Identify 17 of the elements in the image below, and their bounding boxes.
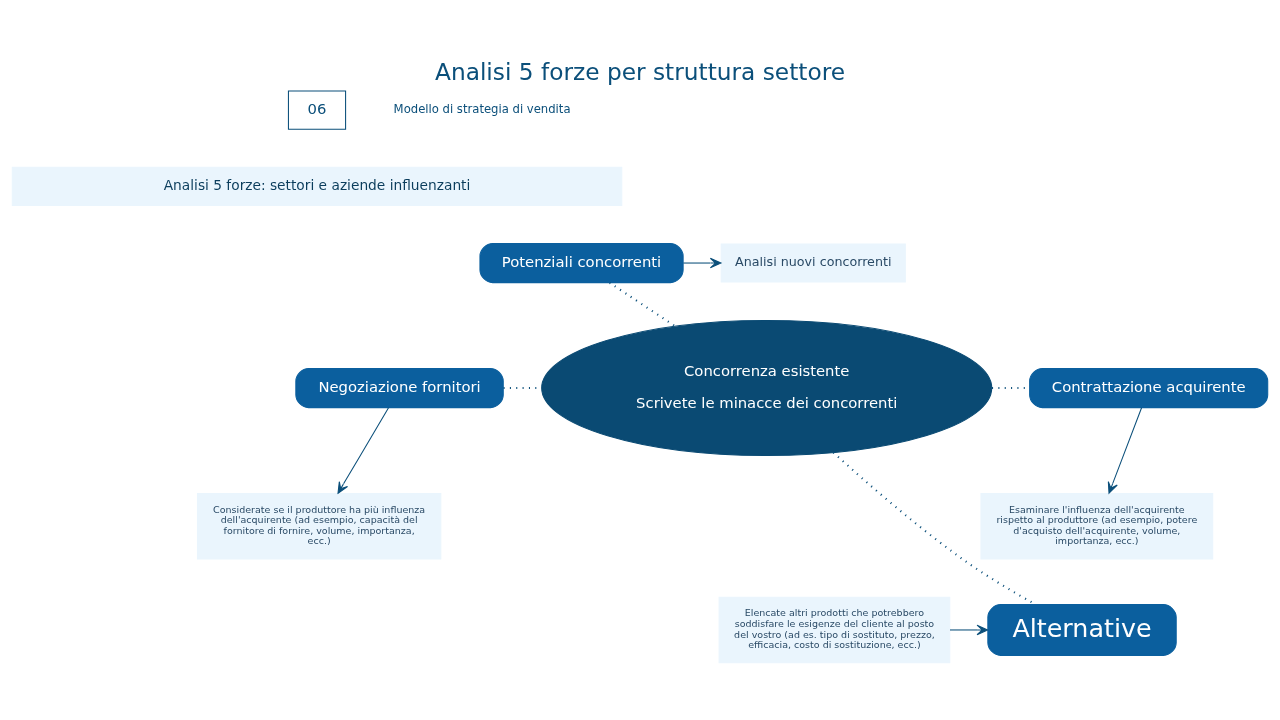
label: Modello di strategia di vendita — [393, 102, 571, 117]
node-box: Elencate altri prodotti che potrebbero soddisfare le esigenze del cliente al posto del vostro (ad es. tipo di sostituto, prezzo, efficacia, costo di sostituzione, ecc.) — [718, 596, 951, 664]
node-box: 06 — [287, 90, 347, 130]
diagram-title: Analisi 5 forze per struttura settore — [434, 58, 846, 86]
arrow — [682, 257, 722, 269]
node-box: Contrattazione acquirente — [1029, 367, 1269, 409]
node-box: Alternative — [987, 604, 1177, 656]
node-box: Considerate se il produttore ha più influenza dell'acquirente (ad esempio, capacità del fornitore di fornire, volume, importanza, ecc.) — [196, 492, 442, 560]
node-box: Potenziali concorrenti — [479, 242, 684, 284]
arrow — [1107, 407, 1143, 494]
node-ellipse: Concorrenza esistente Scrivete le minacce dei concorrenti — [541, 320, 993, 457]
arrow — [337, 407, 390, 494]
node-box: Esaminare l'influenza dell'acquirente rispetto al produttore (ad esempio, potere d'acquisto dell'acquirente, volume, importanza, ecc.) — [980, 492, 1214, 560]
node-box: Analisi nuovi concorrenti — [720, 243, 906, 283]
node-box: Negoziazione fornitori — [295, 367, 504, 409]
connector — [609, 281, 676, 328]
arrow — [949, 624, 989, 636]
